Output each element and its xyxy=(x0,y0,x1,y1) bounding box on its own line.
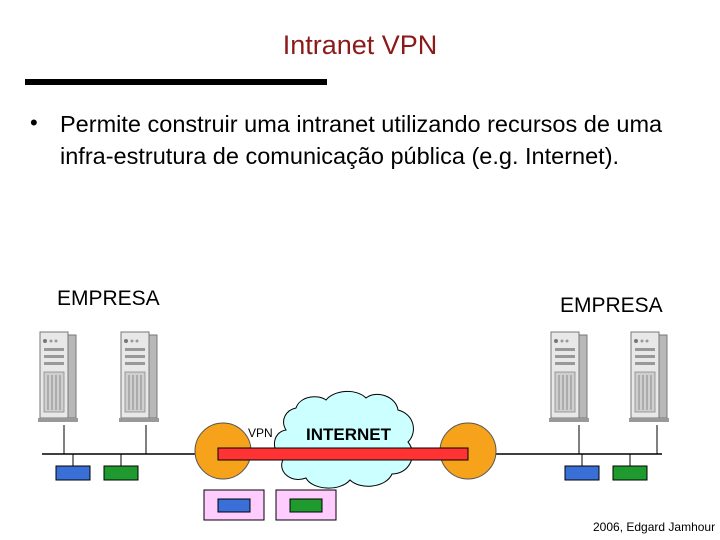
terminal-icon xyxy=(612,465,648,481)
terminal-icon xyxy=(55,465,91,481)
empresa-right-label: EMPRESA xyxy=(560,294,663,317)
title-underline xyxy=(25,79,327,85)
bullet-text: Permite construir uma intranet utilizand… xyxy=(60,111,663,169)
server-icon xyxy=(628,331,670,423)
footer-credit: 2006, Edgard Jamhour xyxy=(593,520,716,534)
server-icon xyxy=(548,331,590,423)
vpn-tunnel xyxy=(217,447,469,461)
bullet-symbol: • xyxy=(30,110,38,135)
terminal-icon xyxy=(103,465,139,481)
empresa-left-label: EMPRESA xyxy=(57,287,160,310)
slide-title: Intranet VPN xyxy=(282,30,438,60)
internet-label: INTERNET xyxy=(306,425,391,444)
vpn-label: VPN xyxy=(248,426,273,440)
terminal-icon xyxy=(564,465,600,481)
server-icon xyxy=(118,331,160,423)
server-icon xyxy=(37,331,79,423)
terminal-icon xyxy=(217,498,251,513)
terminal-icon xyxy=(289,498,323,513)
